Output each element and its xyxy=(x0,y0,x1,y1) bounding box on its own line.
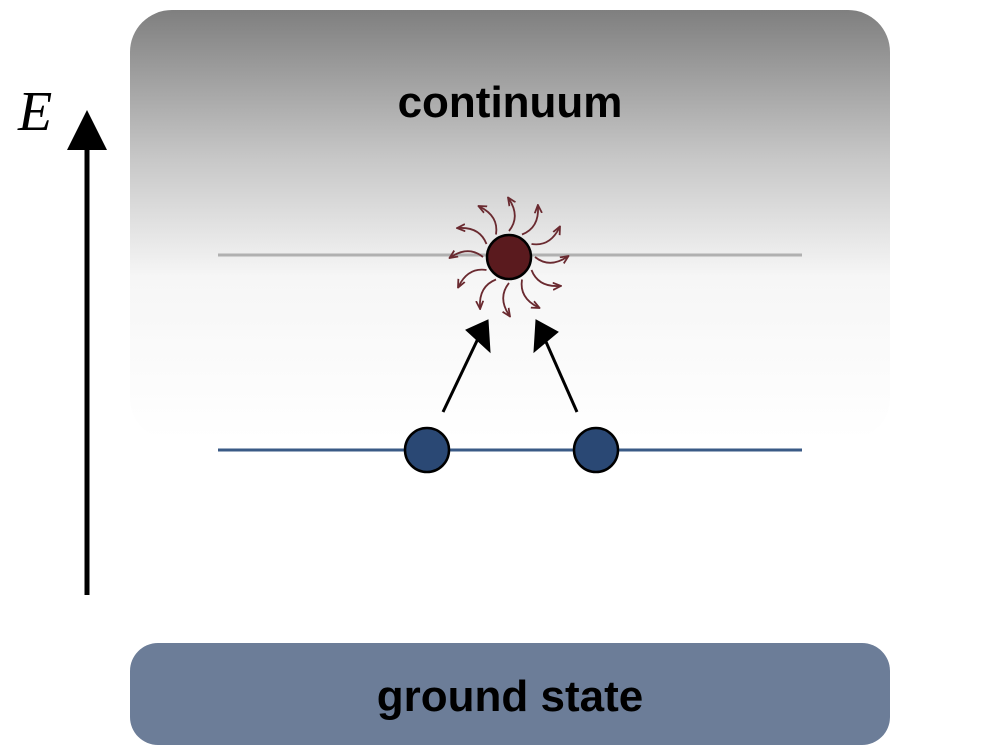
emission-arrow xyxy=(459,228,488,245)
continuum-label: continuum xyxy=(398,78,623,127)
emission-arrow xyxy=(530,269,560,286)
emission-arrows xyxy=(451,199,567,315)
excitation-arrow-right xyxy=(533,319,579,413)
continuum-band xyxy=(130,10,890,440)
emission-arrow xyxy=(480,278,497,308)
emission-arrow xyxy=(480,207,498,235)
emission-arrow xyxy=(521,207,538,236)
emission-arrow xyxy=(520,279,538,308)
energy-axis-label: E xyxy=(17,81,52,143)
emission-arrow xyxy=(459,268,487,286)
emission-arrow xyxy=(534,257,567,263)
emission-arrow xyxy=(509,199,515,232)
excitation-arrow-left xyxy=(441,319,491,413)
bound-electron-left xyxy=(403,426,451,474)
emission-arrow xyxy=(503,282,509,315)
emission-arrow xyxy=(531,228,560,246)
ground-state-label: ground state xyxy=(377,672,643,721)
ground-state-band xyxy=(130,643,890,745)
emission-arrow xyxy=(451,251,484,257)
bound-electron-right xyxy=(572,426,620,474)
excited-particle xyxy=(485,233,533,281)
